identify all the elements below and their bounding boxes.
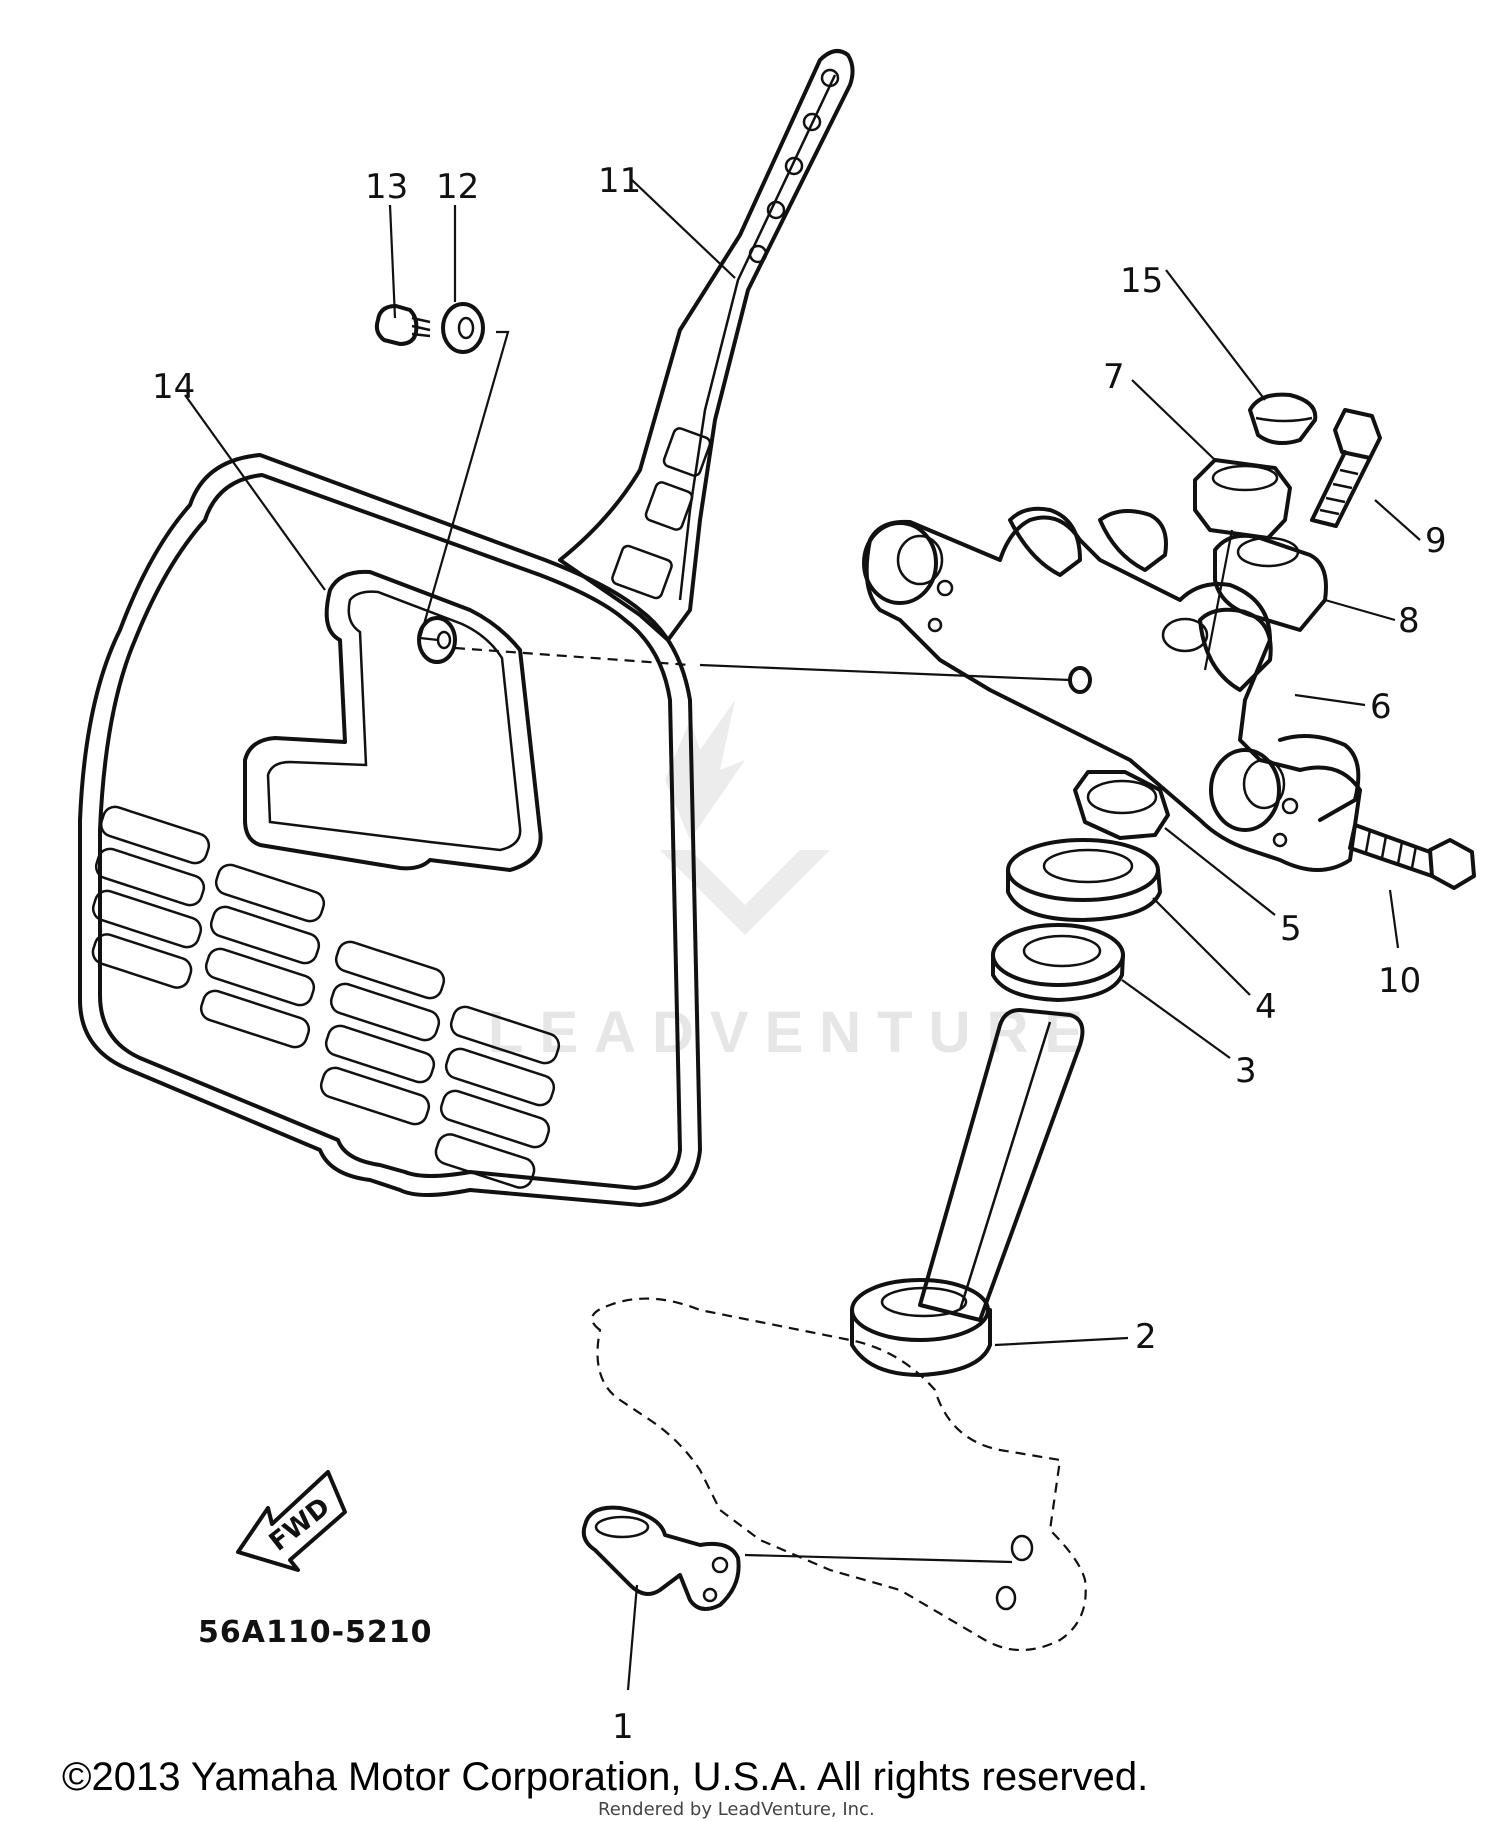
callout-3: 3 [1235, 1051, 1257, 1091]
callout-14: 14 [152, 367, 195, 407]
callout-5: 5 [1280, 909, 1302, 949]
callout-13: 13 [365, 167, 408, 207]
ring-nut-part-5 [1073, 770, 1170, 840]
hardware-centerline [418, 330, 510, 642]
watermark-text: LEADVENTURE [488, 1000, 1099, 1065]
steering-nut-part-7 [1193, 458, 1292, 540]
upper-bracket-part-6 [862, 506, 1362, 872]
bolt-part-10 [1348, 823, 1476, 890]
rendered-by-notice: Rendered by LeadVenture, Inc. [598, 1799, 875, 1820]
watermark-v-icon [660, 850, 830, 935]
number-plate-part-14 [78, 453, 702, 1207]
callout-12: 12 [436, 167, 479, 207]
copyright-notice: ©2013 Yamaha Motor Corporation, U.S.A. A… [62, 1755, 1148, 1799]
fwd-label: FWD [264, 1492, 336, 1558]
callout-8: 8 [1398, 601, 1420, 641]
handlebar-cap-part-8 [1213, 533, 1328, 632]
bearing-part-2 [850, 1278, 992, 1377]
dust-seal-part-4 [1006, 838, 1162, 922]
leader-lines [184, 179, 1421, 1691]
cap-part-15 [1248, 392, 1318, 446]
plate-to-bracket-line [699, 663, 1071, 682]
callout-1: 1 [612, 1707, 634, 1747]
callouts: 1 2 3 4 5 6 7 8 9 10 11 12 13 14 15 [152, 161, 1447, 1747]
cable-guide-part-1 [581, 1505, 741, 1611]
bolt-part-9 [1310, 408, 1382, 528]
bearing-part-3 [991, 923, 1125, 1002]
lower-bracket [590, 1008, 1087, 1652]
guide-mount-line [744, 1553, 1013, 1564]
screw-part-13 [374, 304, 431, 346]
plate-vents [91, 805, 561, 1189]
callout-7: 7 [1103, 357, 1125, 397]
nut-centerline [1203, 529, 1234, 671]
callout-9: 9 [1425, 521, 1447, 561]
fwd-arrow-icon: FWD [236, 1470, 347, 1572]
washer-part-12 [441, 302, 485, 354]
callout-4: 4 [1255, 987, 1277, 1027]
watermark: LEADVENTURE [488, 700, 1099, 1065]
watermark-logo-icon [665, 700, 745, 840]
callout-10: 10 [1378, 961, 1421, 1001]
callout-15: 15 [1120, 261, 1163, 301]
part-code: 56A110-5210 [198, 1615, 433, 1650]
plate-hidden-line [454, 646, 691, 667]
plate-stay-part-11 [558, 49, 855, 642]
callout-6: 6 [1370, 687, 1392, 727]
callout-2: 2 [1135, 1317, 1157, 1357]
callout-11: 11 [598, 161, 641, 201]
